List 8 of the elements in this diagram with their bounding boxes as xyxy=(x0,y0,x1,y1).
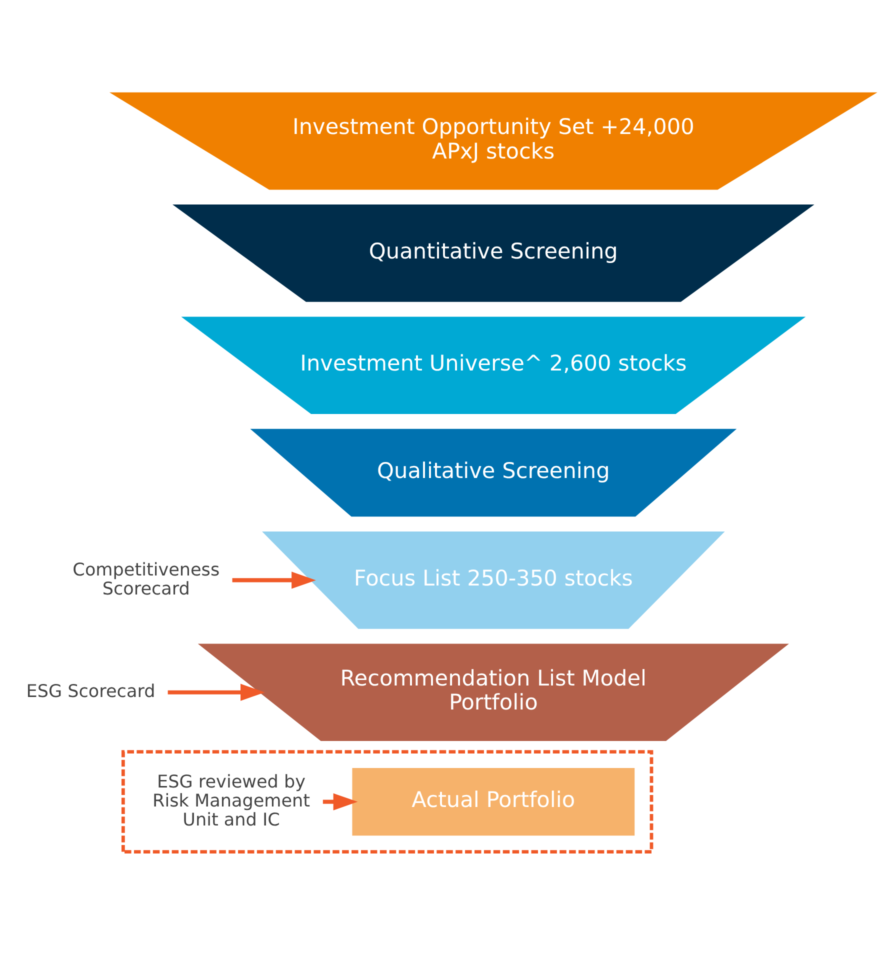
node-text: Competitiveness Scorecard xyxy=(72,560,220,599)
arrow xyxy=(232,571,316,588)
arrow xyxy=(168,683,265,700)
arrow xyxy=(322,792,358,810)
node-text: ESG Scorecard xyxy=(26,681,156,702)
node-box: Actual Portfolio xyxy=(352,768,635,836)
node-text: ESG reviewed by Risk Management Unit and IC xyxy=(152,772,310,830)
cluster xyxy=(122,750,654,853)
